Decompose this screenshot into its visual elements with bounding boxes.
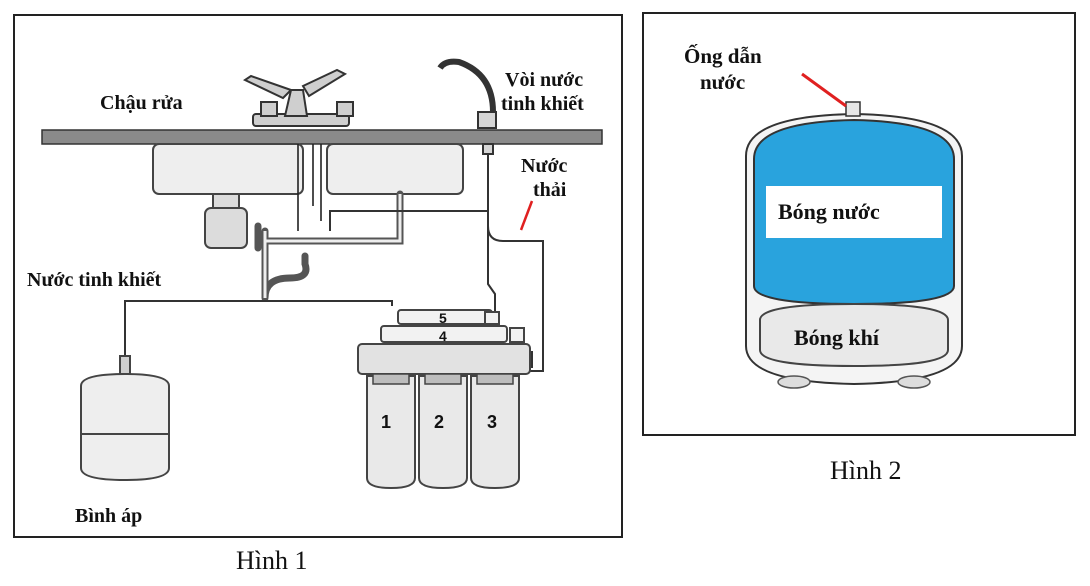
label-pure-faucet-line1: Vòi nước bbox=[505, 69, 584, 91]
filter-number-1: 1 bbox=[381, 412, 392, 432]
filter-number-4: 4 bbox=[439, 328, 447, 344]
sink-basins bbox=[152, 143, 464, 195]
label-pipe-line1: Ống dẫn bbox=[684, 44, 762, 68]
filter-bracket bbox=[357, 343, 531, 375]
membrane-cartridges bbox=[380, 309, 525, 343]
filter-canister-2 bbox=[418, 375, 468, 490]
label-air-bladder: Bóng khí bbox=[794, 325, 879, 350]
waste-pointer bbox=[519, 200, 534, 231]
drain-pipes-inner bbox=[263, 194, 402, 298]
ro-system-illustration bbox=[41, 58, 603, 490]
water-label-box bbox=[766, 186, 942, 238]
tank-feet bbox=[777, 375, 931, 389]
label-water-bladder: Bóng nước bbox=[778, 199, 880, 224]
air-bladder bbox=[759, 302, 949, 368]
filter-canisters bbox=[366, 375, 520, 490]
water-pipe-fitting bbox=[845, 101, 861, 117]
pipe-pointer bbox=[801, 72, 847, 108]
label-waste-line2: thải bbox=[533, 179, 567, 201]
drain-pipes bbox=[254, 190, 404, 302]
countertop bbox=[41, 129, 603, 145]
caption-figure-1: Hình 1 bbox=[236, 546, 308, 575]
label-pure-faucet-line2: tinh khiết bbox=[501, 93, 584, 115]
caption-figure-2: Hình 2 bbox=[830, 456, 902, 485]
filter-number-3: 3 bbox=[487, 412, 498, 432]
pressure-tank bbox=[80, 355, 170, 482]
figure-2-panel: Bóng nước Bóng khí Ống dẫn nước bbox=[642, 12, 1076, 436]
filter-canister-1 bbox=[366, 375, 416, 490]
label-pipe-line2: nước bbox=[700, 70, 746, 94]
filter-number-2: 2 bbox=[434, 412, 445, 432]
label-pressure-tank: Bình áp bbox=[75, 505, 143, 527]
label-pure-water: Nước tinh khiết bbox=[27, 269, 162, 291]
label-waste-line1: Nước bbox=[521, 155, 568, 177]
filter-canister-3 bbox=[470, 375, 520, 490]
filter-number-5: 5 bbox=[439, 310, 447, 326]
garbage-disposer bbox=[204, 193, 248, 249]
sink-faucet bbox=[242, 68, 354, 127]
supply-lines bbox=[297, 144, 322, 231]
label-sink: Chậu rửa bbox=[100, 92, 183, 114]
figure-1-panel: Chậu rửa Vòi nước tinh khiết Nước thải N… bbox=[13, 14, 623, 538]
